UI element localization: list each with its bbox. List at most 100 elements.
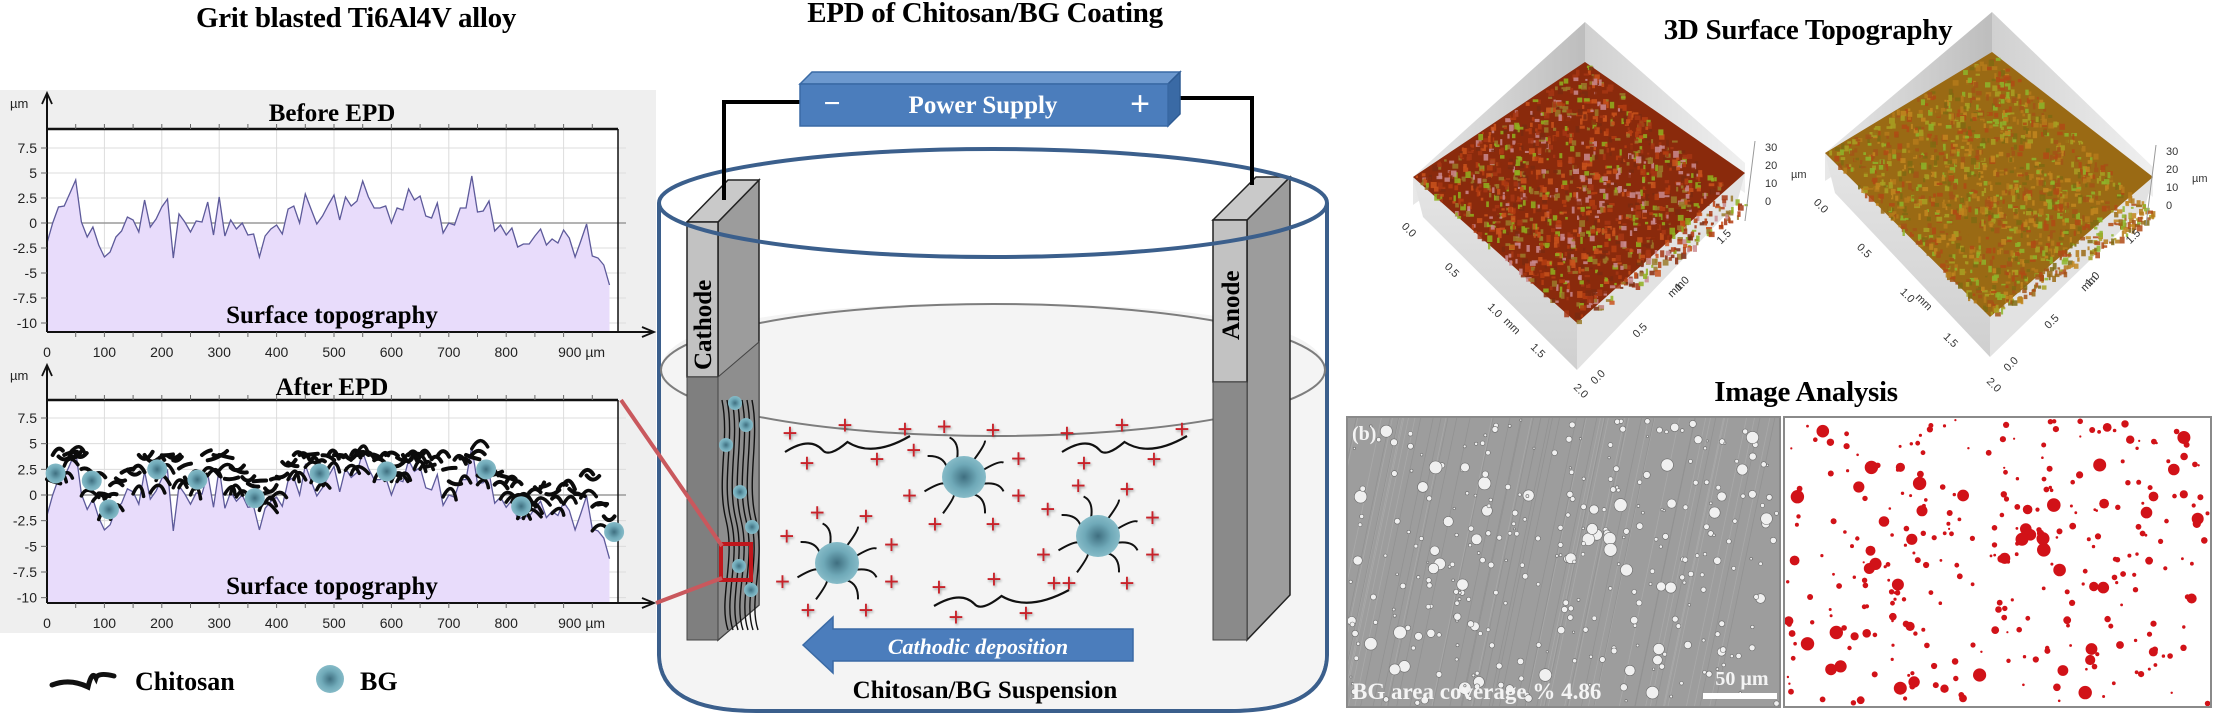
surface-texture <box>1668 207 1674 212</box>
surface-texture <box>1870 154 1874 162</box>
surface-texture <box>1625 216 1629 220</box>
surface-texture <box>1566 109 1572 114</box>
detected-particle <box>2180 644 2187 651</box>
surface-texture <box>2117 209 2123 214</box>
surface-texture <box>1463 164 1468 168</box>
surface-texture <box>1703 192 1707 199</box>
surface-texture <box>1967 170 1972 178</box>
surface-texture <box>2027 139 2033 144</box>
surface-texture <box>2058 179 2064 183</box>
sem-particle <box>1480 440 1486 446</box>
detected-particle <box>2120 459 2125 464</box>
surface-texture <box>1440 188 1446 192</box>
anode-electrode: Anode <box>1211 175 1292 642</box>
surface-texture <box>1968 171 1975 176</box>
detected-particle <box>2064 589 2070 595</box>
surface-texture <box>1872 160 1879 164</box>
detected-particle <box>2085 654 2096 666</box>
surface-texture <box>1706 227 1711 234</box>
surface-texture <box>1933 95 1936 100</box>
surface-texture <box>1693 218 1698 223</box>
sem-particle <box>1748 452 1757 461</box>
sem-particle <box>1589 654 1593 659</box>
surface-texture <box>1539 269 1542 273</box>
detected-particle <box>1953 675 1959 682</box>
surface-texture <box>1872 155 1875 159</box>
surface-texture <box>1580 175 1586 182</box>
sem-particle <box>1652 643 1665 655</box>
sem-particle <box>1679 574 1686 581</box>
surface-texture <box>2082 225 2086 231</box>
surface-texture <box>1577 291 1583 298</box>
sem-particle <box>1426 628 1436 638</box>
surface-texture <box>1678 229 1683 232</box>
surface-texture <box>1708 183 1715 187</box>
surface-texture <box>1945 200 1950 203</box>
surface-texture <box>1994 112 1999 118</box>
detected-particle <box>1885 562 1891 567</box>
surface-texture <box>1999 94 2005 99</box>
surface-texture <box>2022 113 2025 117</box>
surface-texture <box>1675 160 1681 166</box>
sem-particle <box>1513 527 1516 531</box>
surface-texture <box>1966 279 1971 283</box>
surface-texture <box>1571 140 1577 146</box>
positive-charge: + <box>1011 444 1026 474</box>
surface-texture <box>2107 171 2111 179</box>
deposited-chitosan <box>746 399 755 631</box>
surface-texture <box>2043 188 2049 193</box>
surface-texture <box>1609 300 1615 305</box>
detected-particle <box>2158 538 2164 545</box>
surface-texture <box>1557 160 1563 167</box>
surface-texture <box>2090 208 2094 216</box>
sem-particle <box>1644 418 1651 425</box>
surface-texture <box>1607 226 1612 230</box>
sem-particle <box>1419 453 1424 457</box>
detected-particle <box>2132 572 2137 577</box>
surface-texture <box>1529 148 1535 155</box>
surface-texture <box>1563 281 1568 285</box>
surface-texture <box>2063 231 2069 234</box>
surface-texture <box>1689 207 1692 212</box>
surface-texture <box>1642 176 1646 183</box>
surface-texture <box>1548 145 1553 150</box>
sem-particle <box>1662 651 1667 657</box>
surface-texture <box>1620 158 1625 164</box>
base-side-left <box>1413 177 1577 370</box>
surface-texture <box>1535 228 1539 234</box>
sem-particle <box>1568 469 1575 475</box>
sem-particle <box>1359 485 1366 492</box>
surface-texture <box>1873 158 1879 162</box>
surface-texture <box>1539 242 1544 250</box>
sem-particle <box>1435 671 1443 678</box>
surface-texture <box>1910 150 1916 158</box>
surface-texture <box>1555 231 1560 237</box>
surface-texture <box>2068 173 2073 181</box>
surface-texture <box>1680 220 1686 228</box>
surface-texture <box>1952 80 1959 86</box>
surface-texture <box>2071 203 2077 207</box>
surface-texture <box>1946 100 1950 106</box>
sem-particle <box>1735 652 1742 659</box>
surface-texture <box>1963 183 1967 189</box>
surface-texture <box>1676 182 1681 186</box>
surface-texture <box>1697 177 1701 182</box>
surface-texture <box>1970 148 1974 151</box>
surface-texture <box>1737 203 1740 210</box>
surface-texture <box>1878 165 1884 170</box>
surface-texture <box>1927 151 1932 158</box>
surface-texture <box>1965 261 1969 265</box>
surface-texture <box>1498 231 1502 239</box>
surface-texture <box>1698 232 1701 235</box>
surface-texture <box>2061 231 2065 238</box>
surface-texture <box>1477 163 1480 167</box>
detected-particle <box>1991 626 2000 634</box>
sem-scratch <box>1547 418 1609 706</box>
surface-texture <box>1645 237 1650 240</box>
surface-texture <box>1993 97 1999 105</box>
surface-texture <box>1640 189 1643 197</box>
sem-particle <box>1670 422 1680 432</box>
surface-texture <box>2020 96 2026 100</box>
surface-texture <box>2062 219 2066 226</box>
surface-texture <box>1637 237 1643 243</box>
